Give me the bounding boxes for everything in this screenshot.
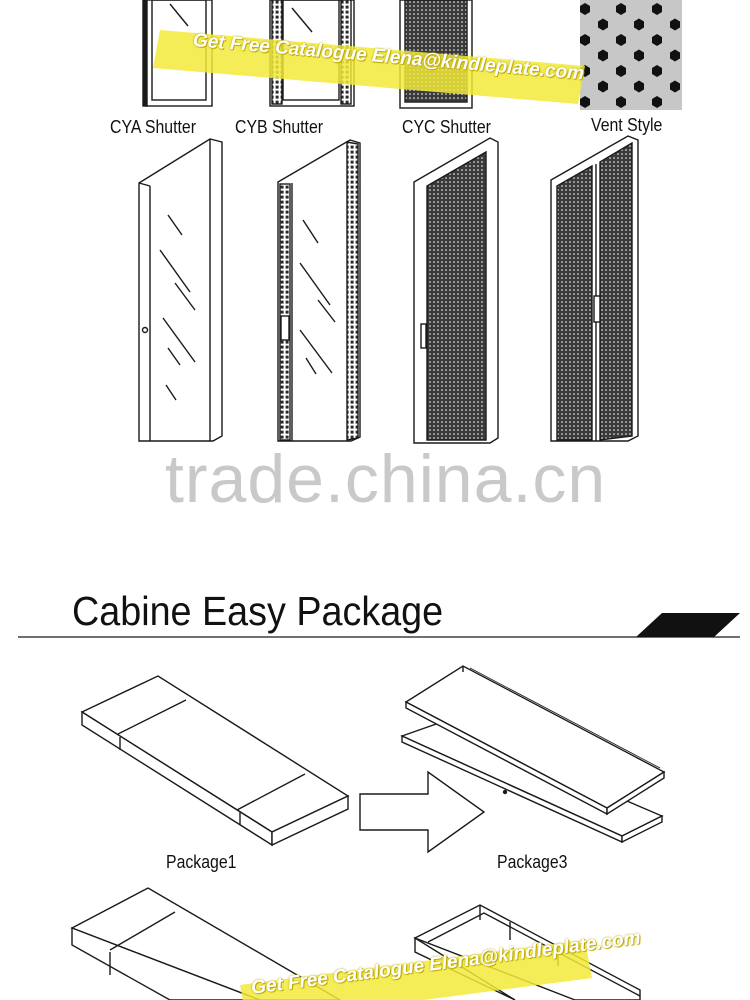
package2-illustration <box>70 887 342 1000</box>
section-divider <box>18 613 740 638</box>
promo-band-top <box>153 30 585 104</box>
cyb-shutter-label: CYB Shutter <box>235 117 324 137</box>
package1-illustration <box>80 675 350 847</box>
cya-shutter-door <box>138 138 223 442</box>
cya-shutter-label: CYA Shutter <box>110 117 196 137</box>
cyc-shutter-door <box>413 137 499 444</box>
double-vent-door <box>550 135 639 442</box>
package1-label: Package1 <box>166 852 237 872</box>
cyc-shutter-label: CYC Shutter <box>402 117 491 137</box>
package3-illustration <box>400 665 666 844</box>
section-title: Cabine Easy Package <box>72 588 444 634</box>
package3-label: Package3 <box>497 852 568 872</box>
cyb-shutter-door <box>277 139 361 442</box>
arrow-icon <box>359 770 486 854</box>
vent-style-swatch <box>580 0 682 110</box>
watermark-text: trade.china.cn <box>165 441 607 517</box>
promo-band-bottom <box>240 940 592 1000</box>
vent-style-label: Vent Style <box>591 115 663 135</box>
